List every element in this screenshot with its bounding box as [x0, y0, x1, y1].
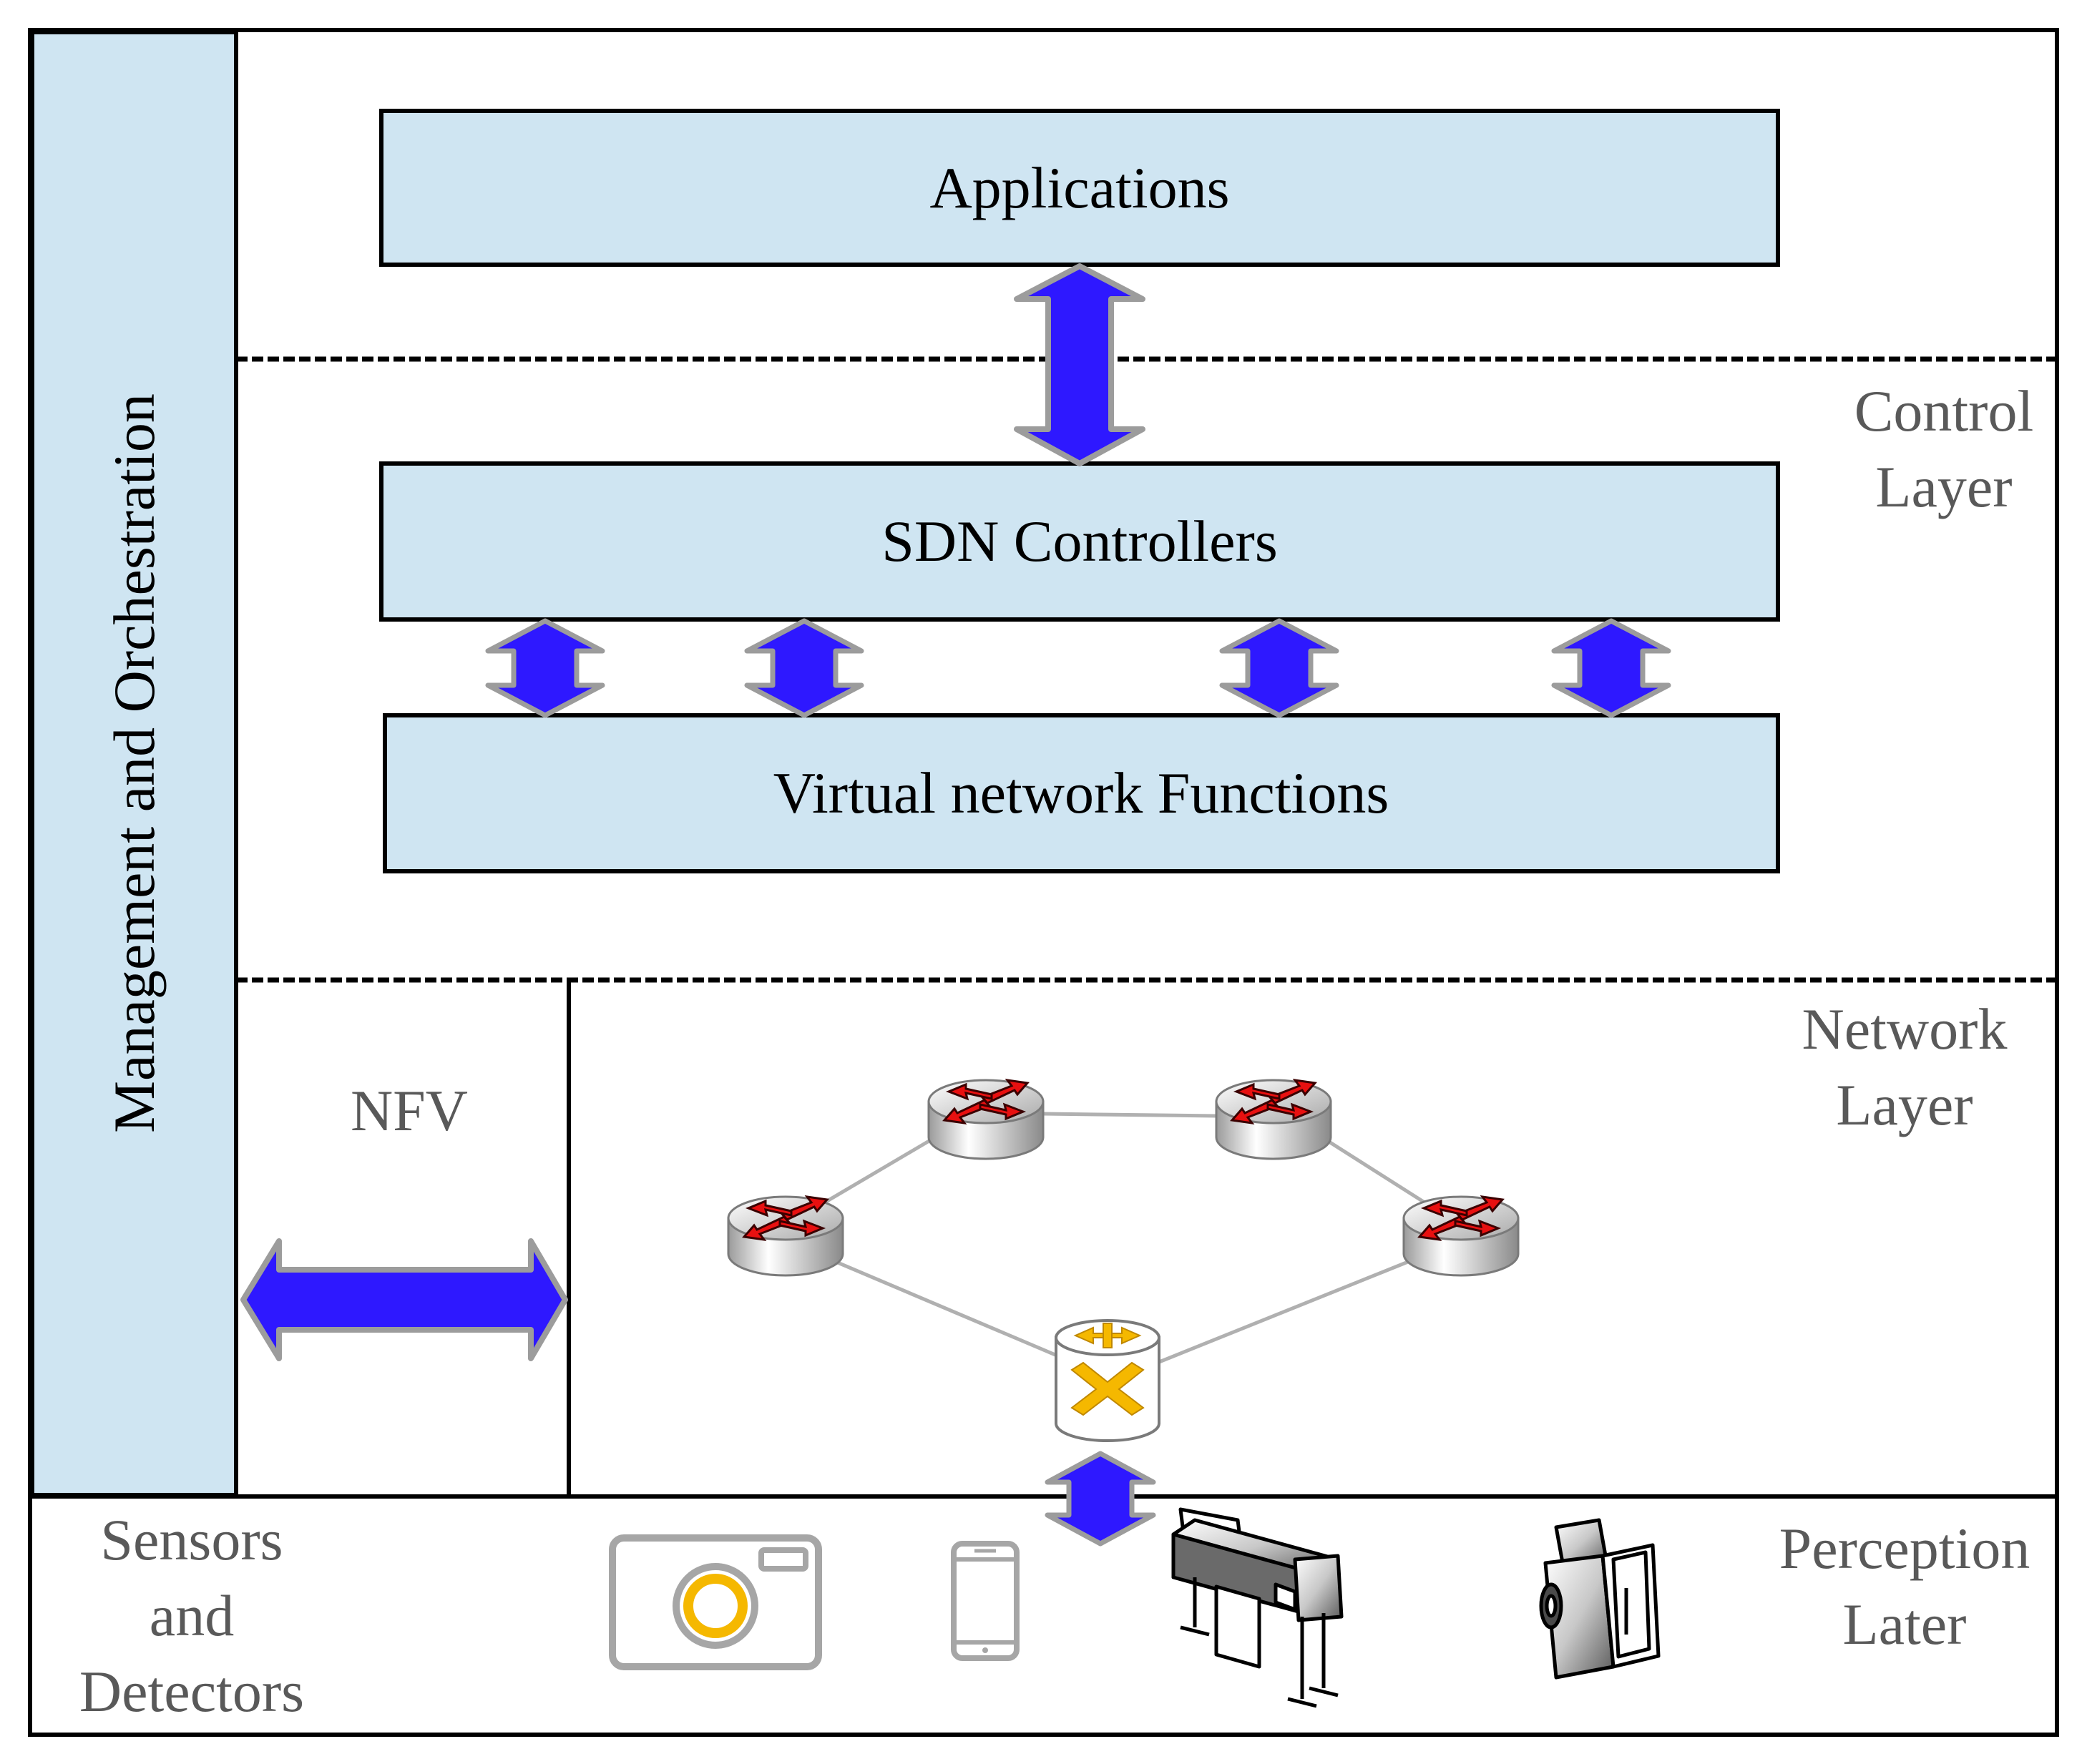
- sdn-controllers-box: SDN Controllers: [379, 461, 1780, 622]
- svg-text:Perception: Perception: [1779, 1516, 2030, 1581]
- apps-sdn-arrow: [1014, 263, 1145, 466]
- plotter-printer-icon: [1171, 1507, 1344, 1708]
- svg-text:Layer: Layer: [1875, 454, 2012, 519]
- svg-text:Network: Network: [1802, 996, 2008, 1062]
- sdn-vnf-arrow-4: [1551, 618, 1671, 718]
- router-icon: [927, 1079, 1045, 1160]
- sensors-detectors-label: Sensors and Detectors: [79, 1507, 304, 1724]
- camera-icon: [609, 1534, 822, 1670]
- applications-label: Applications: [929, 155, 1229, 220]
- nfv-arrow: [240, 1238, 568, 1361]
- control-layer-label: Control Layer: [1854, 378, 2034, 519]
- smartphone-icon: [951, 1541, 1020, 1661]
- sdn-vnf-arrow-3: [1219, 618, 1339, 718]
- svg-text:Control: Control: [1854, 378, 2034, 444]
- router-icon: [727, 1195, 844, 1277]
- svg-text:Layer: Layer: [1836, 1072, 1973, 1137]
- router-icon: [1215, 1079, 1332, 1160]
- svg-text:Detectors: Detectors: [79, 1659, 304, 1724]
- router-icon: [1402, 1195, 1520, 1277]
- nfv-label: NFV: [351, 1078, 468, 1143]
- vnf-label: Virtual network Functions: [773, 760, 1389, 825]
- camcorder-icon: [1539, 1518, 1661, 1680]
- vnf-box: Virtual network Functions: [383, 713, 1780, 873]
- sdn-vnf-arrows: [485, 618, 1671, 718]
- management-orchestration-label: Management and Orchestration: [102, 393, 167, 1133]
- switch-perception-arrow: [1045, 1451, 1156, 1547]
- sdn-controllers-label: SDN Controllers: [881, 509, 1278, 574]
- svg-text:Later: Later: [1843, 1592, 1967, 1657]
- svg-text:and: and: [150, 1583, 234, 1648]
- management-orchestration-panel: Management and Orchestration: [30, 30, 238, 1497]
- network-layer-label: Network Layer: [1802, 996, 2008, 1137]
- svg-text:Sensors: Sensors: [100, 1507, 283, 1572]
- outer-frame: [28, 28, 2059, 1737]
- sdn-vnf-arrow-2: [744, 618, 864, 718]
- sdn-vnf-arrow-1: [485, 618, 605, 718]
- applications-box: Applications: [379, 109, 1780, 267]
- perception-layer-label: Perception Later: [1779, 1516, 2030, 1657]
- switch-icon: [1055, 1319, 1160, 1442]
